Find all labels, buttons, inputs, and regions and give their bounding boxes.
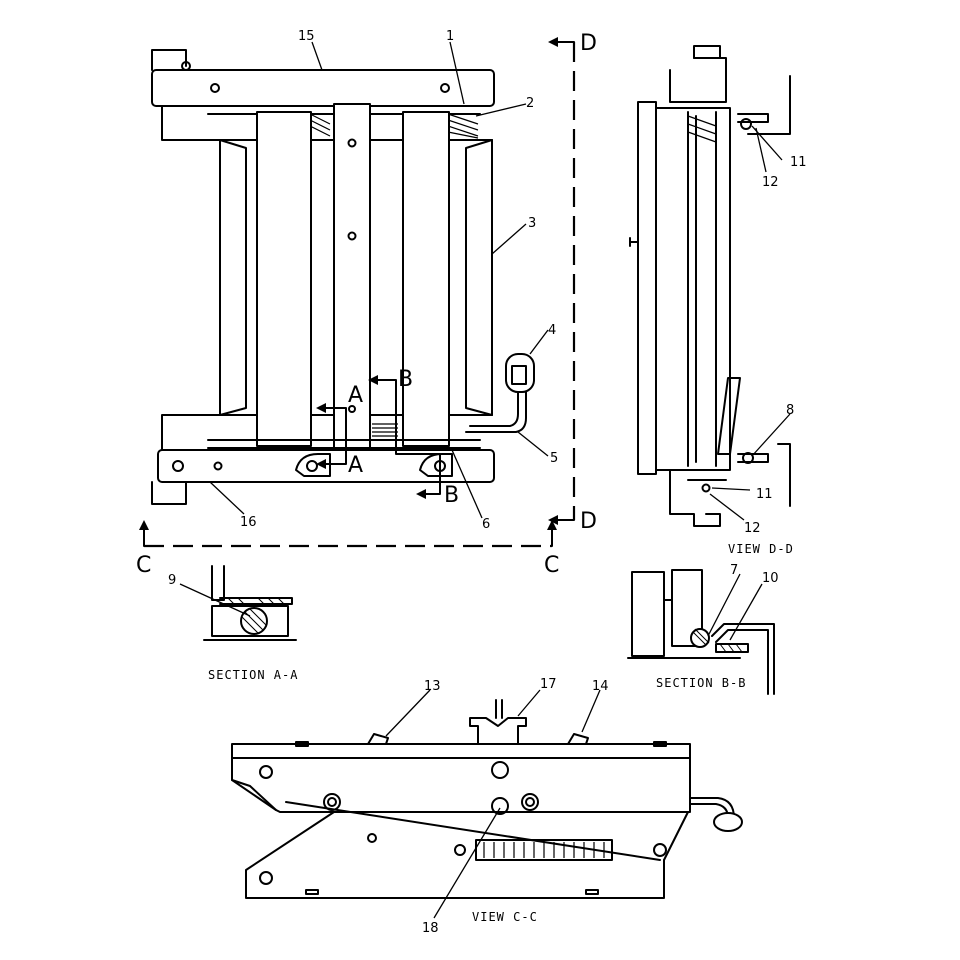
leader-lines xyxy=(179,41,791,919)
callout-12-bottom: 12 xyxy=(744,521,761,536)
caption-view-c-c: VIEW C-C xyxy=(472,910,538,924)
top-plate xyxy=(151,69,495,107)
caption-section-a-a: SECTION A-A xyxy=(208,668,298,682)
top-tab xyxy=(151,49,187,71)
cut-letter-b-bottom: B xyxy=(444,483,459,508)
view-captions: VIEW D-D SECTION A-A SECTION B-B VIEW C-… xyxy=(208,542,794,924)
cut-letter-c-left: C xyxy=(136,553,151,578)
left-bracket xyxy=(161,105,221,451)
cut-plane-letters: D D C C A A B B xyxy=(136,31,597,578)
callout-1: 1 xyxy=(446,29,454,44)
section-a-a xyxy=(203,565,297,641)
view-c-c xyxy=(231,699,743,899)
caption-section-b-b: SECTION B-B xyxy=(656,676,746,690)
callout-8: 8 xyxy=(786,403,794,418)
callout-6: 6 xyxy=(482,517,490,532)
center-strap xyxy=(333,103,371,483)
callout-12-top: 12 xyxy=(762,175,779,190)
callout-17: 17 xyxy=(540,677,557,692)
cut-letter-a-top: A xyxy=(348,383,363,408)
cut-letter-d-bottom: D xyxy=(580,509,597,534)
cut-letter-c-right: C xyxy=(544,553,559,578)
view-d-d xyxy=(629,45,791,527)
callout-18: 18 xyxy=(422,921,439,936)
callout-10: 10 xyxy=(762,571,779,586)
cut-letter-a-bottom: A xyxy=(348,453,363,478)
caption-view-d-d: VIEW D-D xyxy=(728,542,794,556)
callout-2: 2 xyxy=(526,96,534,111)
callout-5: 5 xyxy=(550,451,558,466)
callout-15: 15 xyxy=(298,29,315,44)
top-springs xyxy=(309,113,479,139)
left-panel xyxy=(256,111,312,447)
handle-knob xyxy=(505,353,535,393)
callout-14: 14 xyxy=(592,679,609,694)
cut-letter-b-top: B xyxy=(398,367,413,392)
cut-letter-d-top: D xyxy=(580,31,597,56)
release-handle xyxy=(465,383,527,433)
callout-9: 9 xyxy=(168,573,176,588)
callout-13: 13 xyxy=(424,679,441,694)
section-b-b xyxy=(627,569,775,695)
callout-7: 7 xyxy=(730,563,738,578)
callout-numbers: 1 2 3 4 5 6 7 8 9 10 11 12 11 12 13 14 1… xyxy=(168,29,807,936)
callout-4: 4 xyxy=(548,323,556,338)
callout-3: 3 xyxy=(528,216,536,231)
right-panel xyxy=(402,111,450,447)
callout-11-bottom: 11 xyxy=(756,487,773,502)
callout-11-top: 11 xyxy=(790,155,807,170)
callout-16: 16 xyxy=(240,515,257,530)
main-view xyxy=(139,37,576,548)
